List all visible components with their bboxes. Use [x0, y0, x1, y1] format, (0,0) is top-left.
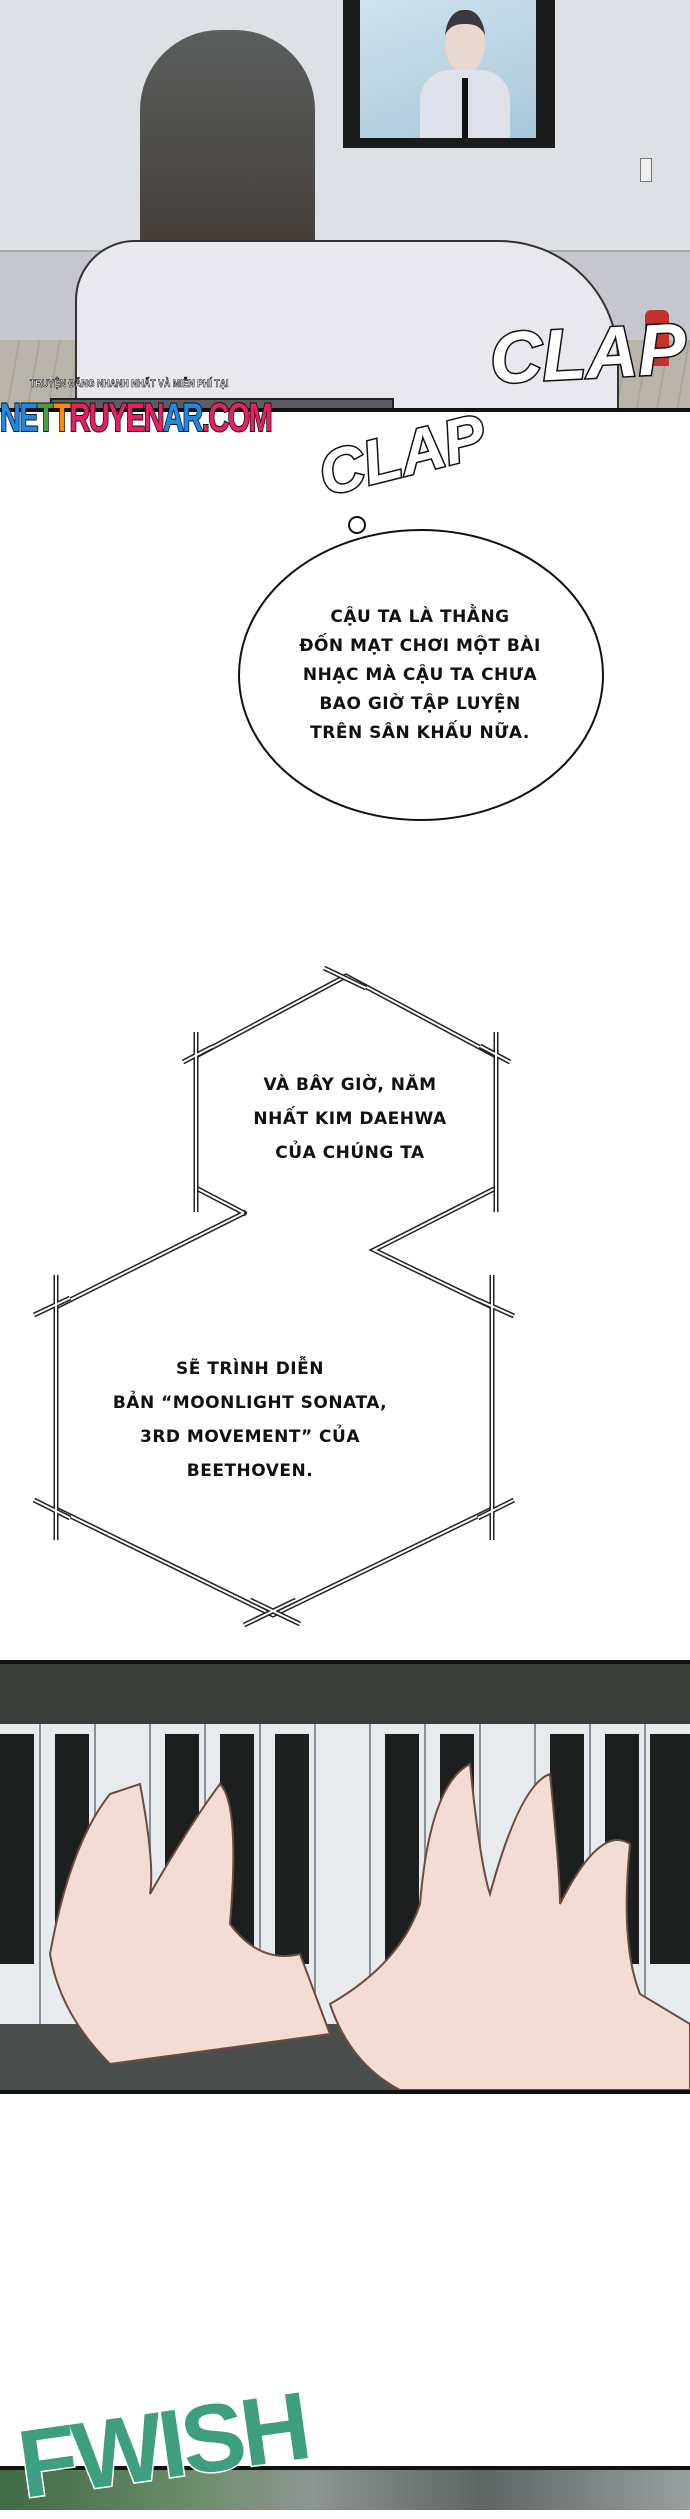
text-line: NHẠC MÀ CẬU TA CHƯA: [302, 665, 538, 685]
thought-bubble-text: CẬU TA LÀ THẰNG ĐỐN MẠT CHƠI MỘT BÀI NHẠ…: [260, 603, 580, 748]
watermark-logo: NETTRUYENAR.COM: [0, 395, 273, 441]
logo-part: T: [36, 395, 55, 441]
text-line: CẬU TA LÀ THẰNG: [330, 607, 510, 627]
text-line: TRÊN SÂN KHẤU NỮA.: [310, 723, 530, 743]
announcement-box: [32, 965, 516, 1628]
text-line: NHẤT KIM DAEHWA: [253, 1109, 447, 1129]
logo-part: NE: [0, 395, 39, 441]
logo-part: T: [53, 395, 72, 441]
classroom-panel: CLAP TRUYỆN ĐĂNG NHANH NHẤT VÀ MIỄN PHÍ …: [0, 0, 690, 412]
logo-part: RUYEN: [69, 395, 166, 441]
switch: [640, 158, 652, 182]
piano-panel: [0, 1660, 690, 2094]
text-line: BAO GIỜ TẬP LUYỆN: [319, 694, 521, 714]
text-line: ĐỐN MẠT CHƠI MỘT BÀI: [299, 636, 541, 656]
piano-keys: [0, 1724, 690, 2090]
chair-left: [50, 398, 394, 408]
fire-extinguisher: [645, 310, 669, 366]
person-shirt: [75, 240, 619, 408]
announcement-upper-text: VÀ BÂY GIỜ, NĂM NHẤT KIM DAEHWA CỦA CHÚN…: [200, 1068, 500, 1170]
text-line: BEETHOVEN.: [186, 1461, 314, 1481]
watermark-tagline: TRUYỆN ĐĂNG NHANH NHẤT VÀ MIỄN PHÍ TẠI: [30, 378, 229, 391]
announcement-lower-text: SẼ TRÌNH DIỄN BẢN “MOONLIGHT SONATA, 3RD…: [80, 1352, 420, 1488]
text-line: BẢN “MOONLIGHT SONATA,: [112, 1393, 388, 1413]
text-line: VÀ BÂY GIỜ, NĂM: [263, 1075, 437, 1095]
text-line: SẼ TRÌNH DIỄN: [176, 1359, 324, 1379]
text-line: CỦA CHÚNG TA: [275, 1143, 425, 1163]
thought-bubble: [238, 516, 604, 821]
text-line: 3RD MOVEMENT” CỦA: [139, 1427, 360, 1447]
logo-part: .COM: [201, 395, 273, 441]
person-on-screen: [420, 10, 510, 138]
logo-part: AR: [162, 395, 204, 441]
